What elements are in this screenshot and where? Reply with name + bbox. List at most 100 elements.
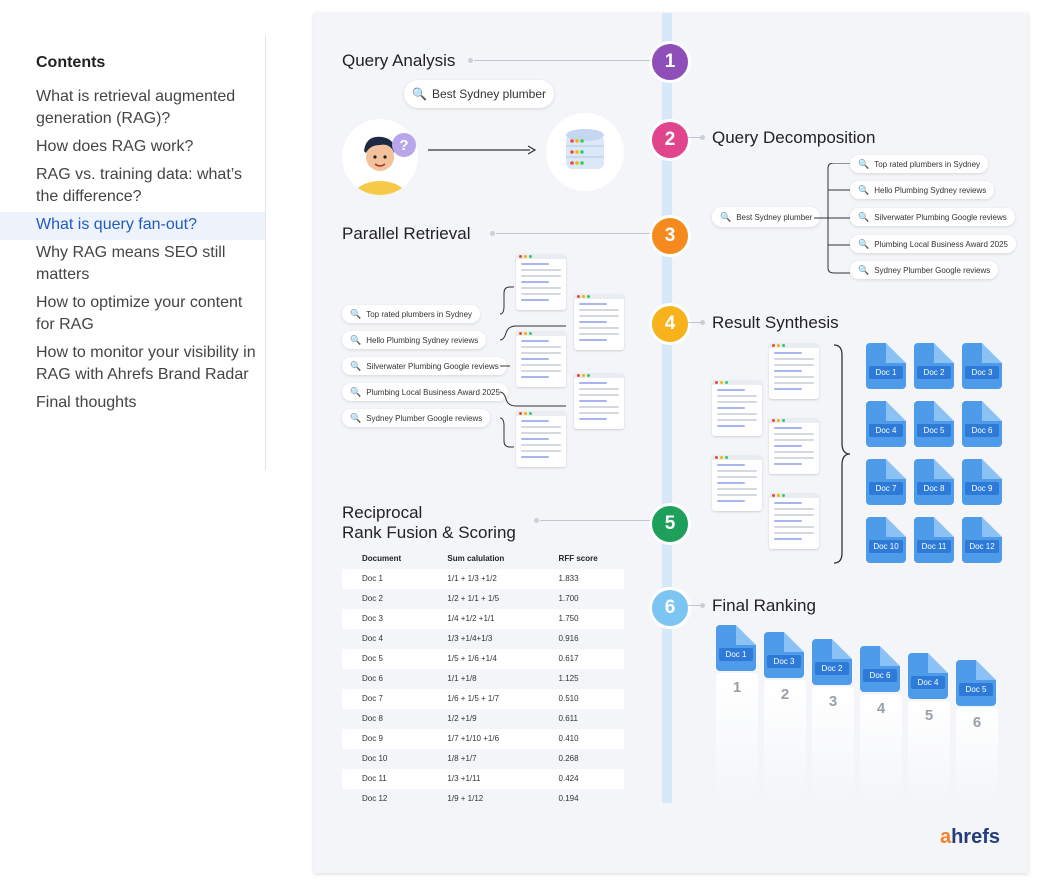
subquery-pill: 🔍Hello Plumbing Sydney reviews <box>850 181 995 199</box>
document-label: Doc 4 <box>869 424 903 437</box>
search-icon: 🔍 <box>350 386 362 397</box>
database-icon <box>546 113 624 191</box>
document-icon: Doc 3 <box>962 343 1002 389</box>
search-result-card <box>516 254 566 310</box>
ranked-document-icon: Doc 4 <box>908 653 948 699</box>
search-result-card <box>574 373 624 429</box>
document-label: Doc 3 <box>965 366 999 379</box>
ranked-document-icon: Doc 3 <box>764 632 804 678</box>
step-4-badge: 4 <box>649 303 691 345</box>
table-cell: Doc 9 <box>342 729 428 749</box>
search-result-card <box>712 455 762 511</box>
connector-line <box>688 137 702 138</box>
table-cell: 1/2 + 1/1 + 1/5 <box>447 594 500 603</box>
ranked-document-icon: Doc 2 <box>812 639 852 685</box>
table-cell: Doc 2 <box>362 594 383 603</box>
document-label: Doc 6 <box>863 669 897 682</box>
table-cell: 1/7 +1/10 +1/6 <box>427 729 539 749</box>
table-cell: 0.510 <box>538 689 624 709</box>
toc-item[interactable]: How does RAG work? <box>36 138 194 155</box>
connector-dot <box>700 135 705 140</box>
toc-item[interactable]: Final thoughts <box>36 394 137 411</box>
document-icon: Doc 7 <box>866 459 906 505</box>
table-cell: Doc 4 <box>362 634 383 643</box>
document-icon: Doc 9 <box>962 459 1002 505</box>
table-cell: 1.700 <box>558 594 579 603</box>
table-of-contents: Contents What is retrieval augmented gen… <box>0 36 266 470</box>
column-header: Sum calulation <box>447 554 505 563</box>
toc-item-active[interactable]: What is query fan-out? <box>0 212 265 240</box>
table-cell: 0.617 <box>538 649 624 669</box>
document-label: Doc 6 <box>965 424 999 437</box>
document-label: Doc 7 <box>869 482 903 495</box>
document-label: Doc 10 <box>869 540 903 553</box>
rank-podium: 4 <box>860 694 902 803</box>
step-5-badge: 5 <box>649 503 691 545</box>
table-cell: 1/5 + 1/6 +1/4 <box>427 649 539 669</box>
document-label: Doc 1 <box>869 366 903 379</box>
toc-item[interactable]: Why RAG means SEO still matters <box>36 244 226 283</box>
document-label: Doc 2 <box>917 366 951 379</box>
table-cell: Doc 8 <box>362 714 383 723</box>
table-cell: 0.611 <box>558 714 578 723</box>
search-icon: 🔍 <box>858 158 870 169</box>
ranked-document-icon: Doc 5 <box>956 660 996 706</box>
document-icon: Doc 11 <box>914 517 954 563</box>
search-result-card <box>712 380 762 436</box>
retrieval-query-pill: 🔍Plumbing Local Business Award 2025 <box>342 383 508 401</box>
table-cell: 1.125 <box>558 674 579 683</box>
step-6-title: Final Ranking <box>712 596 816 615</box>
table-cell: 0.194 <box>558 794 579 803</box>
table-cell: 0.424 <box>538 769 624 789</box>
toc-item[interactable]: How to optimize your content for RAG <box>36 294 243 333</box>
table-cell: Doc 5 <box>342 649 428 669</box>
search-icon: 🔍 <box>350 360 362 371</box>
document-label: Doc 3 <box>767 655 801 668</box>
connector-dot <box>468 58 473 63</box>
search-icon: 🔍 <box>350 334 362 345</box>
rank-number: 3 <box>828 693 838 710</box>
document-icon: Doc 10 <box>866 517 906 563</box>
connector-dot <box>534 518 539 523</box>
document-label: Doc 9 <box>965 482 999 495</box>
toc-item[interactable]: RAG vs. training data: what’s the differ… <box>36 166 243 205</box>
table-cell: 1/1 +1/8 <box>447 674 477 683</box>
search-icon: 🔍 <box>412 87 427 101</box>
rank-number: 5 <box>924 707 934 724</box>
connector-dot <box>490 231 495 236</box>
document-label: Doc 12 <box>965 540 999 553</box>
toc-title: Contents <box>36 54 106 71</box>
step-5-title: Reciprocal <box>342 503 423 522</box>
table-row: Doc 2 1/2 + 1/1 + 1/5 1.700 <box>342 589 624 609</box>
search-result-card <box>769 493 819 549</box>
step-3-title: Parallel Retrieval <box>342 224 471 243</box>
user-avatar <box>342 119 418 195</box>
table-cell: 1/4 +1/2 +1/1 <box>427 609 539 629</box>
document-label: Doc 5 <box>959 683 993 696</box>
toc-item[interactable]: What is retrieval augmented generation (… <box>36 88 236 127</box>
timeline-spine <box>662 13 672 803</box>
table-cell: 1/9 + 1/12 <box>447 794 484 803</box>
step-1-badge: 1 <box>649 41 691 83</box>
toc-item[interactable]: How to monitor your visibility in RAG wi… <box>36 344 256 383</box>
document-icon: Doc 8 <box>914 459 954 505</box>
subquery-pill: 🔍Plumbing Local Business Award 2025 <box>850 235 1016 253</box>
search-result-card <box>769 418 819 474</box>
retrieval-query-pill: 🔍Silverwater Plumbing Google reviews <box>342 357 507 375</box>
subquery-pill: 🔍Sydney Plumber Google reviews <box>850 261 999 279</box>
table-cell: 1/3 +1/4+1/3 <box>447 634 493 643</box>
document-icon: Doc 6 <box>962 401 1002 447</box>
rank-number: 2 <box>780 686 790 703</box>
search-result-card <box>574 294 624 350</box>
connector-line <box>688 605 702 606</box>
retrieval-query-pill: 🔍Top rated plumbers in Sydney <box>342 305 481 323</box>
column-header: RFF score <box>558 554 598 563</box>
retrieval-query-pill: 🔍Sydney Plumber Google reviews <box>342 409 491 427</box>
table-cell: Doc 11 <box>342 769 428 789</box>
arrow-icon <box>428 145 537 155</box>
